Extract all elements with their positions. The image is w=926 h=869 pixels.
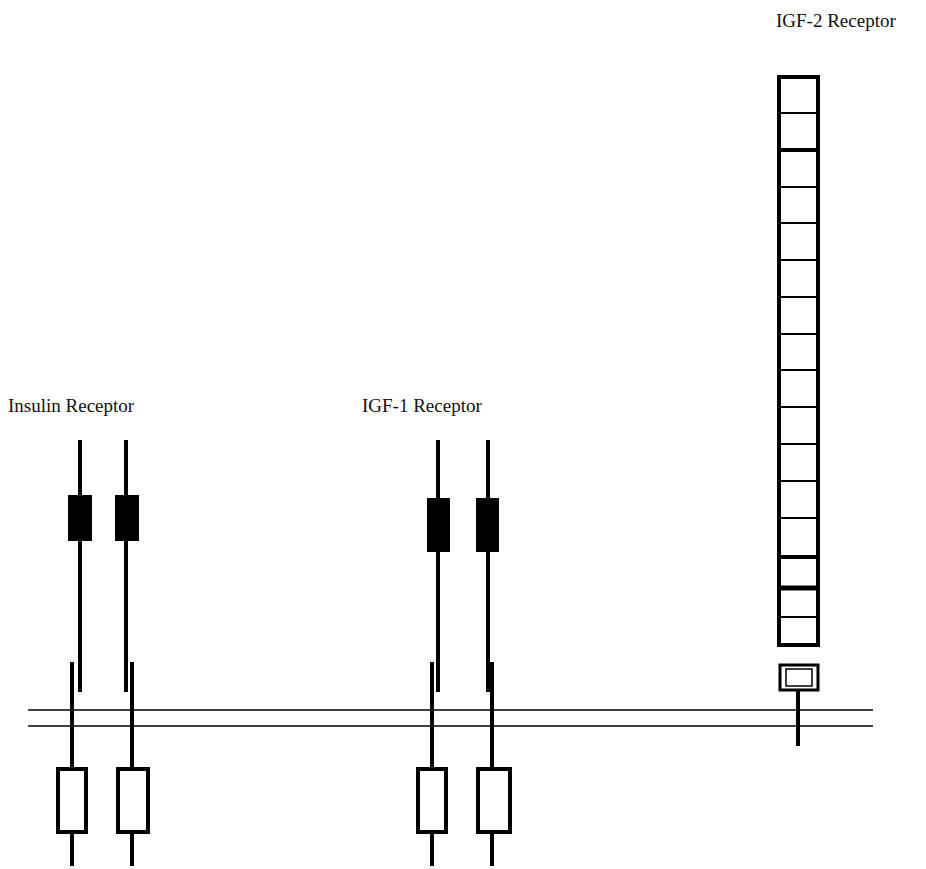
igf2-receptor-figure	[779, 77, 818, 746]
receptor-label: Insulin Receptor	[8, 395, 134, 417]
membrane	[28, 710, 873, 726]
insulin-receptor-figure	[58, 440, 148, 866]
igf1-receptor-figure	[418, 440, 510, 866]
receptor-label: IGF-2 Receptor	[776, 10, 896, 32]
receptor-label: IGF-1 Receptor	[362, 395, 482, 417]
